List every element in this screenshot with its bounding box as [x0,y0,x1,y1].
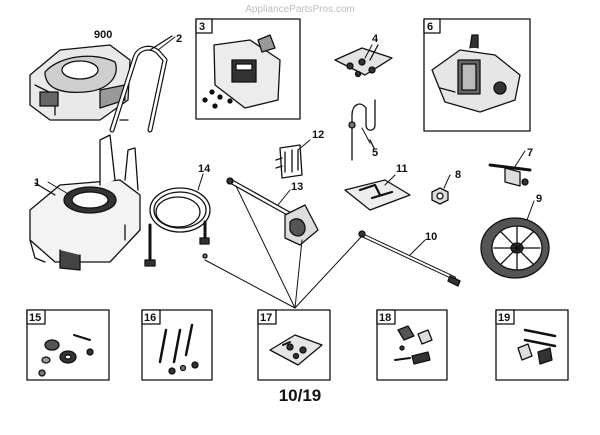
spray-gun-part [226,177,319,246]
callout-box-15-tag [26,309,46,325]
callout-13: 13 [291,181,303,193]
part-box-17 [257,309,331,381]
part-box-6 [423,18,531,132]
control-panel-part [202,34,281,109]
callout-9: 9 [536,193,542,205]
callout-box-19-tag [495,309,515,325]
callout-2: 2 [176,33,182,45]
hose-part [144,187,211,267]
nozzle-tray-part [344,179,411,211]
leader-lines [47,36,535,309]
part-box-16 [141,309,213,381]
hardware-kit-19 [517,328,557,365]
hardware-kit-15 [38,334,94,377]
callout-8: 8 [455,169,461,181]
callout-box-6-tag [423,18,441,34]
callout-10: 10 [425,231,437,243]
part-box-19 [495,309,569,381]
part-box-15 [26,309,110,381]
extension-wand-part [358,230,461,287]
callout-1: 1 [34,177,40,189]
axle-part [488,163,532,187]
callout-3: 3 [199,21,205,33]
part-box-3 [195,18,301,120]
callout-15: 15 [29,312,41,324]
callout-box-17-tag [257,309,277,325]
callout-14: 14 [198,163,211,175]
part-box-18 [376,309,448,381]
callout-19: 19 [498,312,510,324]
pump-part [431,34,521,113]
callout-17: 17 [260,312,272,324]
frame-part [29,134,141,271]
hardware-kit-18 [394,325,433,365]
callout-7: 7 [527,147,533,159]
callout-4: 4 [372,33,379,45]
choke-cable-part [348,99,376,161]
wheel-part [480,217,550,279]
callout-box-16-tag [141,309,161,325]
callout-16: 16 [144,312,156,324]
handle-part [109,35,173,133]
watermark-text: AppliancePartsPros.com [245,4,355,15]
callout-11: 11 [396,163,408,175]
callout-900: 900 [94,29,112,41]
nozzle-holder-part [275,144,303,179]
hardware-bag-part [334,44,393,78]
nut-part [431,187,449,205]
callout-18: 18 [379,312,391,324]
engine-part [29,44,131,121]
callout-12: 12 [312,129,324,141]
callout-box-3-tag [195,18,213,34]
page-code: 10/19 [278,386,322,405]
hardware-kit-16 [158,323,199,375]
hardware-bag-17 [269,334,323,366]
callout-6: 6 [427,21,433,33]
callout-box-18-tag [376,309,396,325]
callout-5: 5 [372,147,378,159]
